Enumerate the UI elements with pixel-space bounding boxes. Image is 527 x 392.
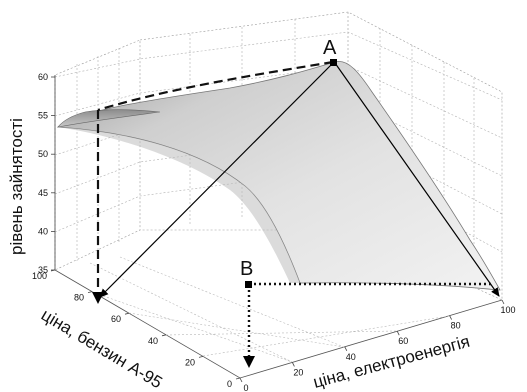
- z-axis: 35 40 45 50 55 60 рівень зайнятості: [7, 72, 56, 275]
- z-tick-label: 50: [38, 149, 48, 159]
- x-tick-label: 0: [243, 383, 248, 392]
- y-tick-label: 80: [74, 293, 84, 303]
- x-tick: [396, 331, 400, 336]
- y-tick: [161, 334, 167, 337]
- point-b-label: B: [240, 258, 253, 280]
- z-axis-label: рівень зайнятості: [7, 118, 26, 255]
- y-tick: [50, 269, 56, 272]
- z-tick-label: 35: [38, 265, 48, 275]
- y-tick-label: 100: [32, 271, 47, 281]
- z-tick-label: 60: [38, 72, 48, 82]
- z-tick-label: 55: [38, 111, 48, 121]
- arrowhead-dashed-down: [92, 292, 104, 304]
- surface: [56, 61, 501, 291]
- x-tick-label: 60: [398, 336, 408, 346]
- arrow-a-to-right-corner: [334, 62, 500, 297]
- z-tick-label: 45: [38, 188, 48, 198]
- y-tick: [87, 291, 93, 293]
- y-tick-label: 20: [185, 357, 195, 367]
- x-tick: [292, 362, 295, 367]
- z-tick-label: 40: [38, 226, 48, 236]
- y-tick-label: 0: [227, 379, 232, 389]
- x-tick-label: 20: [293, 367, 303, 377]
- y-tick-label: 40: [148, 336, 158, 346]
- points: A B: [240, 37, 337, 288]
- arrow-a-to-left-corner: [99, 62, 334, 298]
- x-tick-label: 40: [346, 352, 356, 362]
- y-axis-label: ціна, бензин А-95: [38, 305, 166, 392]
- x-tick: [449, 315, 452, 320]
- x-tick-label: 100: [500, 305, 515, 315]
- arrowhead-b-down: [243, 356, 255, 368]
- point-a-label: A: [323, 37, 337, 59]
- point-b-marker: [245, 281, 252, 288]
- dashed-top-edge: [97, 60, 334, 112]
- x-tick: [344, 346, 348, 351]
- x-tick: [239, 377, 243, 383]
- x-tick-label: 80: [451, 321, 461, 331]
- y-axis: 0 20 40 60 80 100 ціна, бензин А-95: [32, 269, 241, 392]
- point-a-marker: [330, 59, 337, 66]
- x-axis: 0 20 40 60 80 100 ціна, електроенергія: [239, 299, 516, 392]
- y-tick: [198, 356, 204, 358]
- x-axis-label: ціна, електроенергія: [311, 332, 472, 392]
- y-tick: [235, 377, 241, 380]
- annotation-lines: [92, 60, 500, 368]
- y-tick: [124, 312, 130, 315]
- x-tick: [501, 299, 505, 305]
- surface-left-edge: [57, 109, 161, 128]
- surface-shadow: [58, 127, 300, 283]
- y-tick-label: 60: [111, 314, 121, 324]
